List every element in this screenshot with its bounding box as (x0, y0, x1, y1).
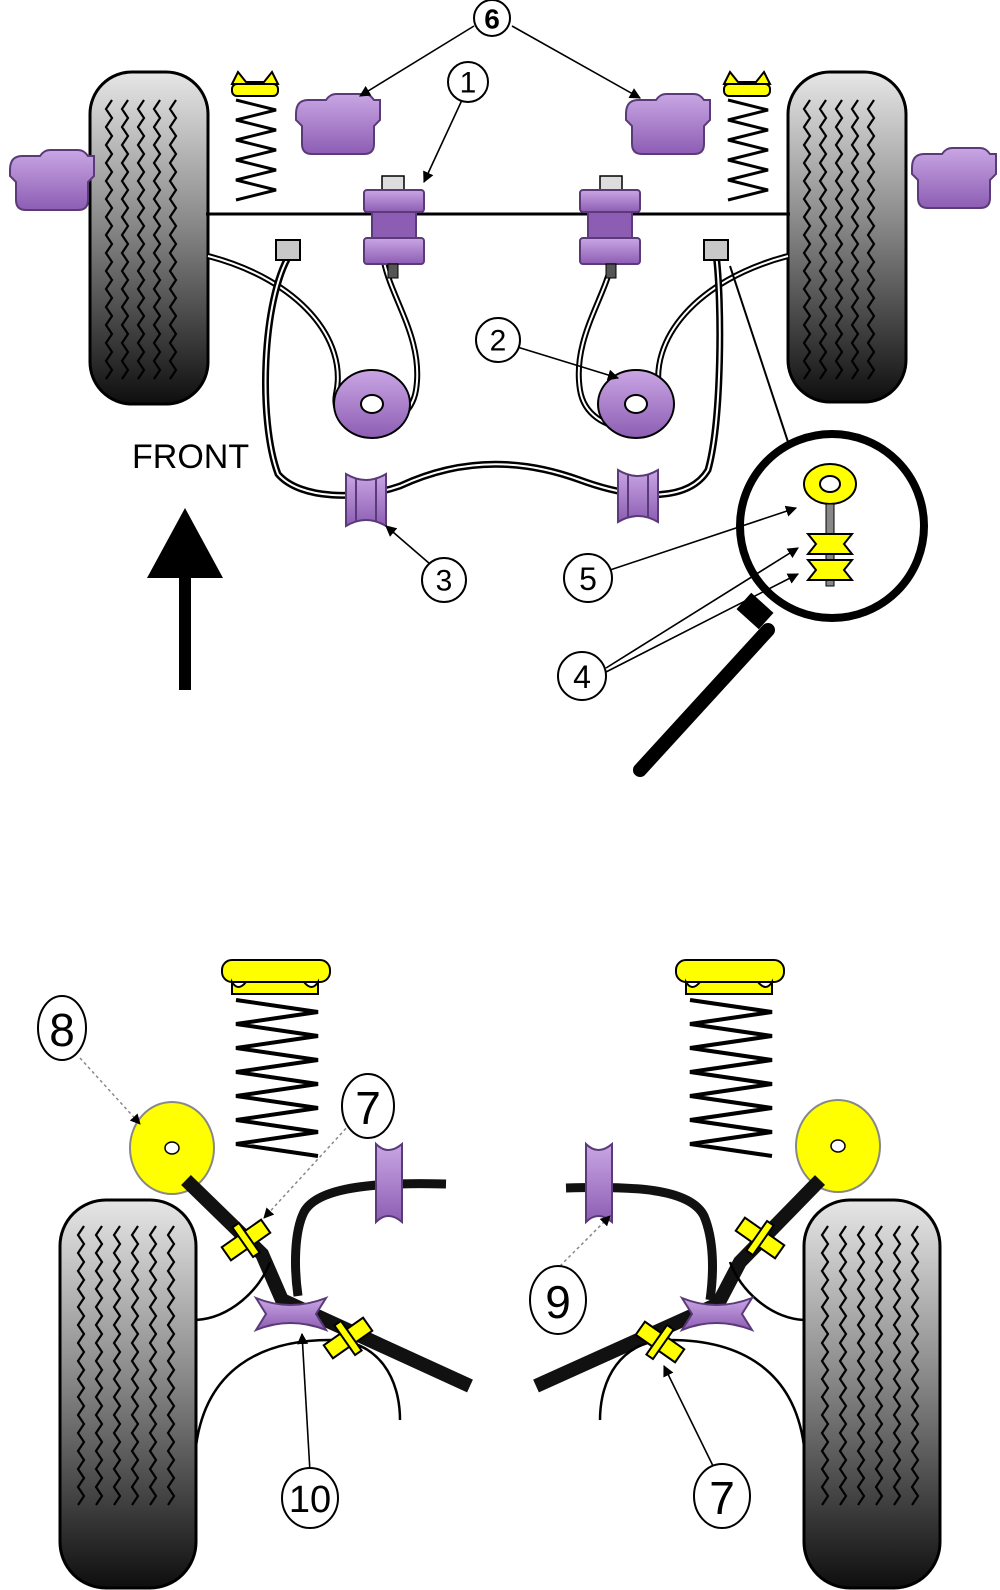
left-hub-outline (194, 1261, 402, 1447)
bushing-icon (9, 149, 95, 211)
callout-3: 3 (421, 557, 467, 603)
svg-text:8: 8 (49, 1004, 75, 1056)
bushing-icon (363, 175, 425, 279)
tyre-icon (786, 70, 908, 404)
callout-5: 5 (563, 553, 613, 603)
callout-10: 10 (281, 1467, 339, 1529)
svg-text:7: 7 (355, 1082, 381, 1134)
bushing-icon (295, 93, 381, 155)
tyre-icon (58, 1198, 198, 1590)
spring-icon (675, 959, 785, 1158)
bushing-icon (795, 1099, 881, 1193)
callout-9: 9 (529, 1265, 587, 1335)
bushing-icon (333, 369, 411, 439)
svg-text:5: 5 (579, 561, 597, 597)
bushing-icon (617, 468, 659, 524)
drop-link-end (275, 239, 301, 261)
bushing-icon (597, 369, 675, 439)
bushing-icon (585, 1141, 613, 1225)
bushing-icon (129, 1101, 215, 1195)
svg-text:4: 4 (573, 659, 591, 695)
tyre-icon (802, 1198, 942, 1590)
leader-lines-bottom (79, 1057, 611, 1267)
spring-icon (722, 70, 772, 202)
callout-7-top: 7 (341, 1073, 395, 1139)
spring-icon (221, 959, 331, 1158)
svg-text:10: 10 (289, 1479, 331, 1521)
bushing-icon (911, 147, 997, 209)
bushing-icon (220, 1218, 272, 1262)
leader-lines-bottom-solid (296, 1332, 717, 1473)
bushing-icon (253, 1295, 329, 1333)
left-trailing-arm (181, 1174, 473, 1393)
svg-text:3: 3 (436, 565, 453, 598)
svg-text:6: 6 (484, 4, 500, 35)
bushing-icon (679, 1295, 755, 1333)
callout-7-bottom: 7 (693, 1463, 751, 1529)
bushing-icon (579, 175, 641, 279)
bushing-icon (375, 1141, 403, 1225)
bushing-icon (345, 472, 387, 528)
anti-roll-bar-highlight (264, 253, 721, 497)
front-arrow-icon (147, 508, 223, 690)
callout-2: 2 (475, 317, 521, 363)
callout-8: 8 (37, 995, 87, 1061)
leader-lines-top (359, 25, 799, 673)
callout-1: 1 (447, 61, 489, 103)
svg-text:1: 1 (460, 67, 477, 100)
magnifier-icon (633, 265, 928, 777)
tyre-icon (88, 70, 210, 406)
right-hub-outline (598, 1261, 806, 1447)
right-trailing-arm (533, 1175, 826, 1393)
svg-text:9: 9 (545, 1276, 571, 1328)
bushing-icon (634, 1320, 686, 1364)
callout-4: 4 (557, 651, 607, 701)
svg-text:7: 7 (709, 1472, 735, 1524)
callout-6: 6 (473, 0, 511, 37)
drop-link-end (703, 239, 729, 261)
bushing-icon (322, 1316, 374, 1360)
bushing-icon (734, 1216, 786, 1260)
spring-icon (230, 70, 280, 202)
rear-anti-roll-bar-left (291, 1179, 447, 1297)
bushing-icon (625, 93, 711, 155)
rear-anti-roll-bar-right (565, 1182, 717, 1301)
front-label: FRONT (132, 438, 249, 476)
svg-text:2: 2 (490, 325, 507, 358)
